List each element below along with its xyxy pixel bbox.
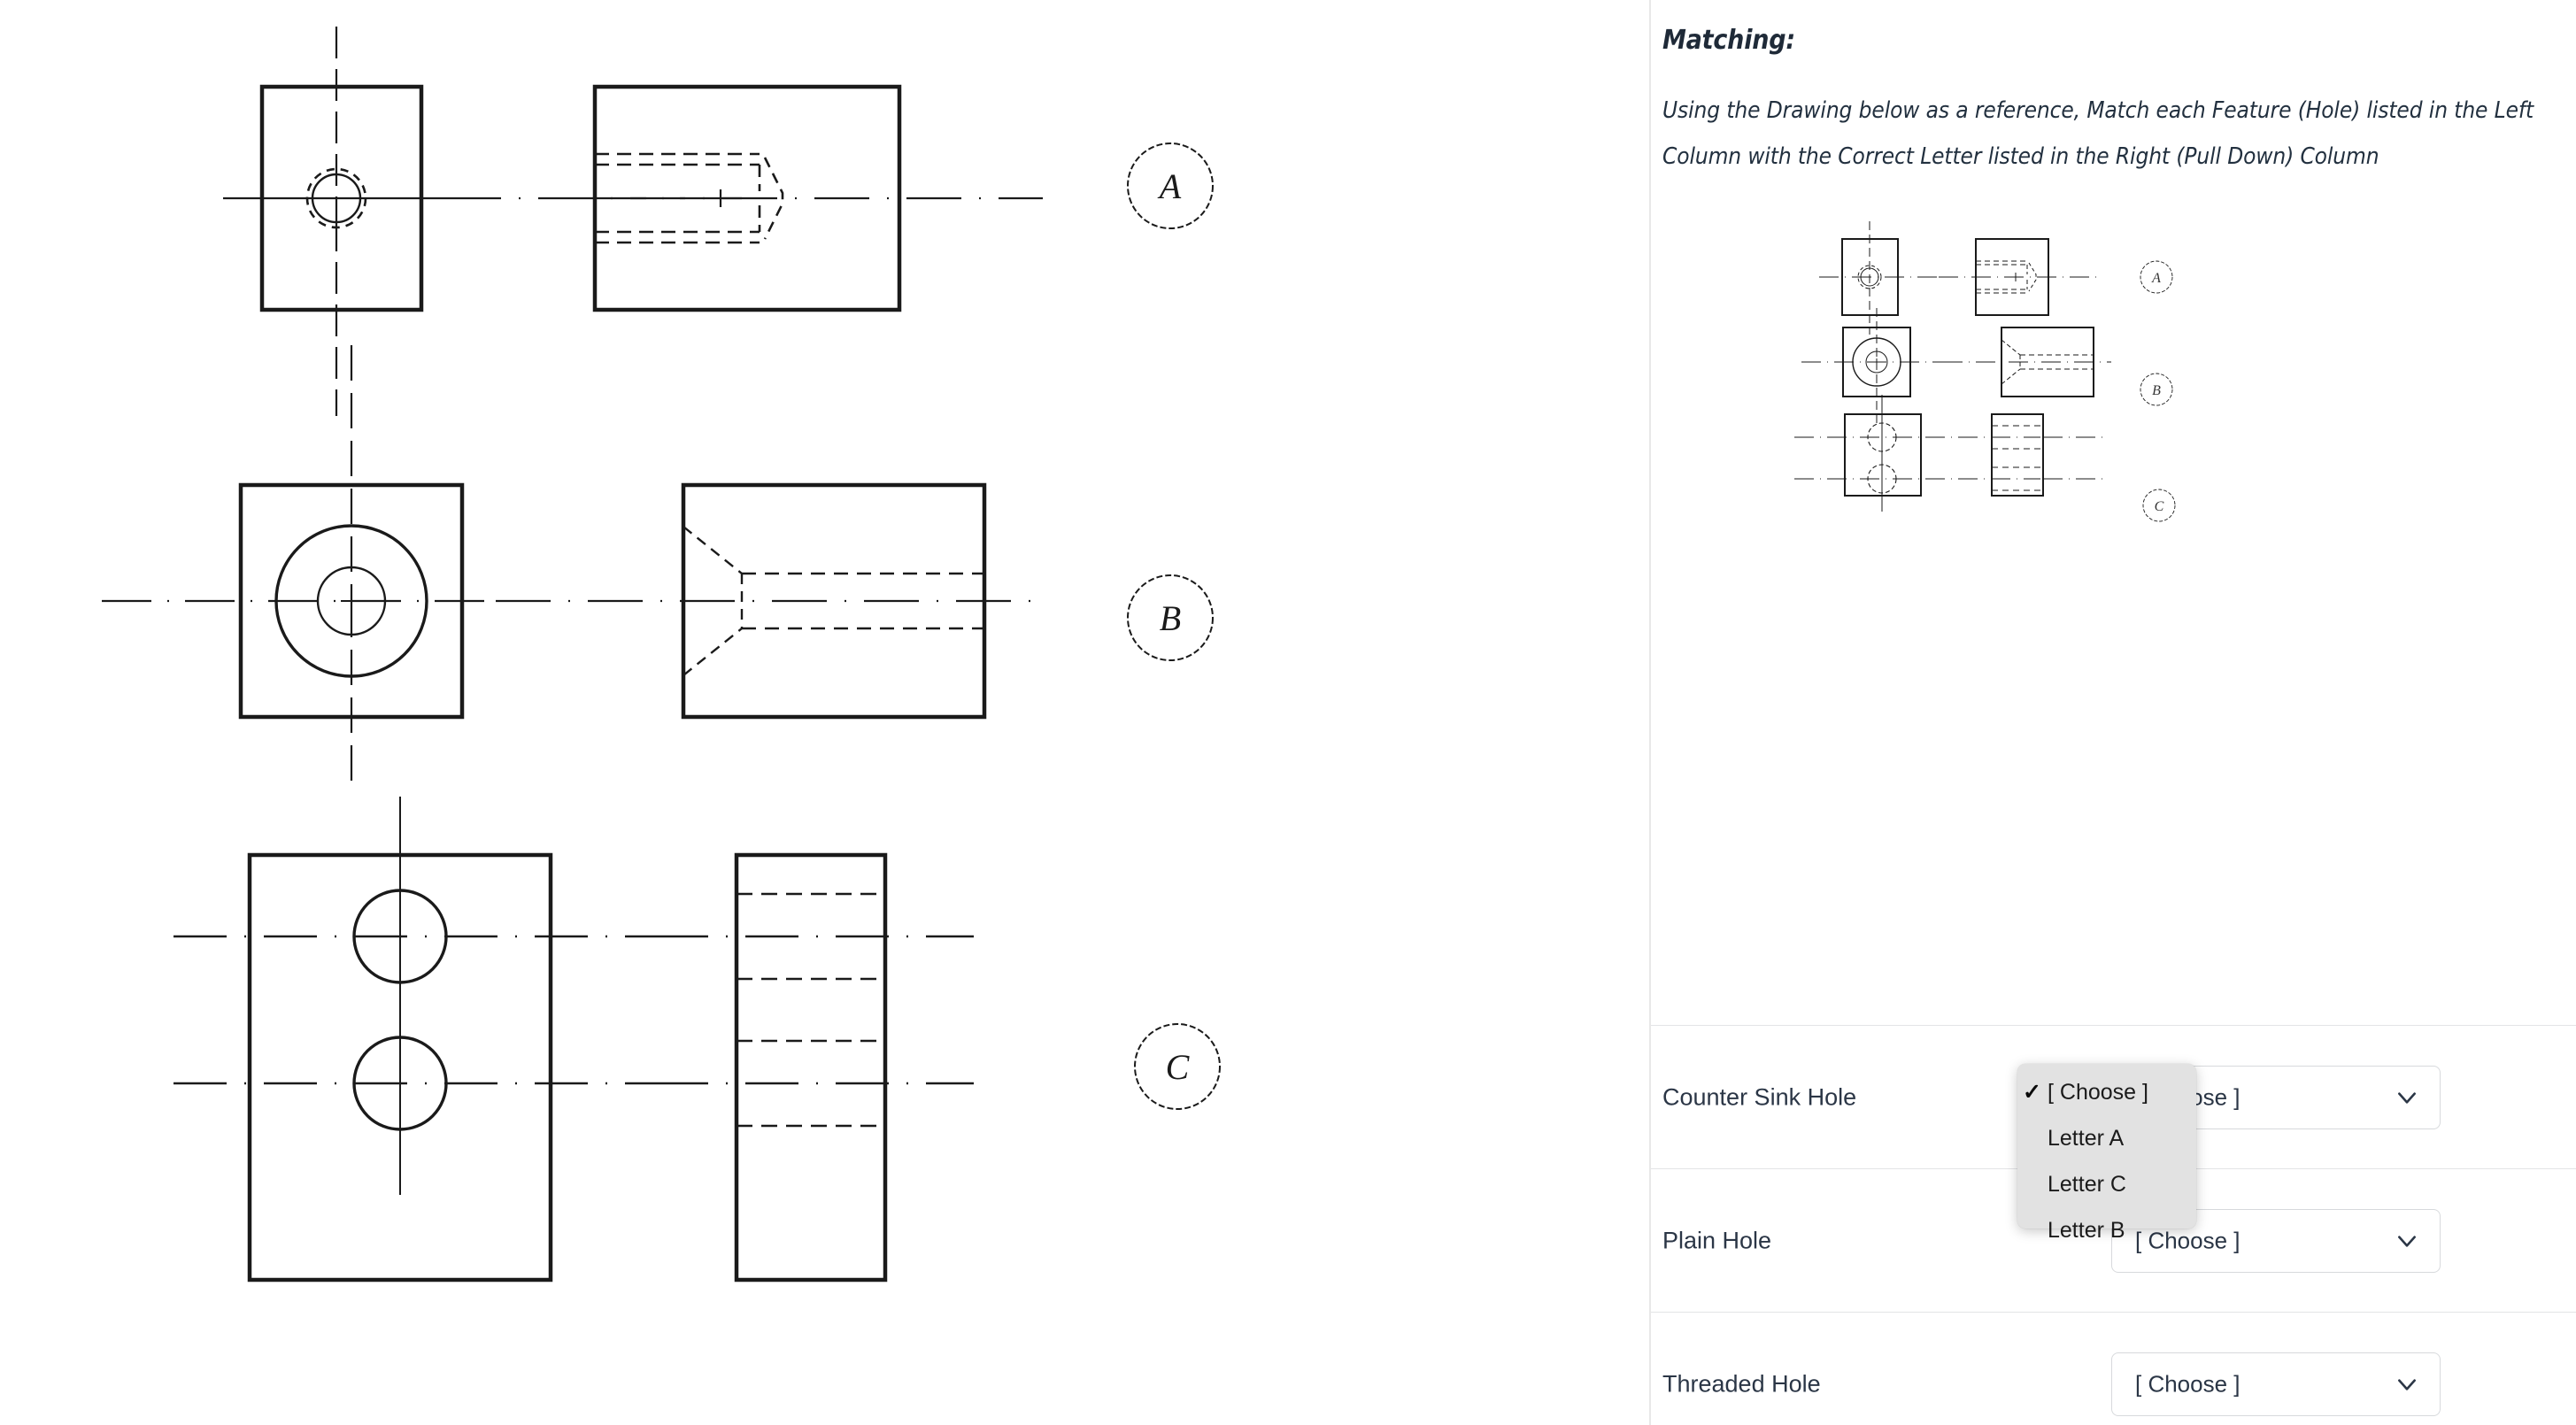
row-a-thread-circle [305, 167, 367, 229]
dropdown-option-label-2: Letter C [2048, 1172, 2126, 1197]
thumb-row-b-cone-bottom [2001, 368, 2021, 385]
chevron-down-icon [2395, 1373, 2418, 1396]
question-title: Matching: [1662, 25, 1795, 56]
pane-divider [1649, 0, 1651, 1425]
row-a-letter-balloon [1127, 142, 1214, 229]
thumb-row-b-hole-circle [1865, 350, 1888, 374]
dropdown-option-label-0: [ Choose ] [2048, 1080, 2148, 1105]
dropdown-option-letter-c[interactable]: Letter C [2017, 1170, 2196, 1198]
engineering-drawing-thumbnail: A B [1794, 221, 2176, 522]
thumb-row-a-letter-balloon [2140, 260, 2173, 294]
thumb-row-b-cone-top [2001, 339, 2021, 356]
row-c-letter-balloon [1134, 1023, 1221, 1110]
thumb-row-a-drill-point [2028, 262, 2037, 292]
row-a-hole-circle [311, 173, 362, 224]
thumb-row-a-letter: A [2151, 271, 2161, 286]
row-b-letter-balloon [1127, 574, 1214, 661]
row-b-countersink-outer-circle [274, 524, 428, 678]
thumb-row-b-countersink-circle [1852, 337, 1901, 387]
table-row: Threaded Hole [ Choose ] [1651, 1312, 2576, 1425]
question-instruction-line-1: Using the Drawing below as a reference, … [1662, 97, 2534, 124]
letter-dropdown-popup[interactable]: ✓ [ Choose ] Letter A Letter C Letter B [2017, 1064, 2196, 1243]
thumb-row-c-side-view [1991, 413, 2044, 497]
row-b-cone-bottom [683, 628, 743, 676]
thumb-row-b-letter: B [2152, 383, 2161, 398]
thumb-row-b-letter-balloon [2140, 373, 2173, 406]
row-c-side-view-outline [734, 852, 888, 1282]
thumb-row-c-letter: C [2155, 499, 2164, 514]
drawing-pane: A [102, 27, 1221, 1282]
thumb-row-c-letter-balloon [2142, 489, 2176, 522]
dropdown-option-letter-b[interactable]: Letter B [2017, 1216, 2196, 1244]
letter-select-value-1: [ Choose ] [2135, 1227, 2241, 1253]
dropdown-option-label-3: Letter B [2048, 1218, 2125, 1243]
thumb-row-c-front-view [1844, 413, 1922, 497]
engineering-drawing-large: A [102, 27, 1221, 1282]
row-b-side-view-outline [681, 482, 987, 720]
row-a-drill-point [763, 157, 784, 240]
feature-label-threaded-hole: Threaded Hole [1662, 1370, 1821, 1397]
row-b-cone-top [683, 526, 743, 574]
checkmark-icon: ✓ [2023, 1080, 2041, 1105]
row-c-letter-text: C [1166, 1047, 1191, 1087]
row-a-letter-text: A [1157, 166, 1182, 206]
letter-select-threaded-hole[interactable]: [ Choose ] [2111, 1352, 2441, 1416]
chevron-down-icon [2395, 1229, 2418, 1252]
thumb-row-a-hole-circle [1860, 267, 1879, 287]
chevron-down-icon [2395, 1086, 2418, 1109]
row-b-letter-text: B [1160, 598, 1181, 638]
letter-select-value-2: [ Choose ] [2135, 1370, 2241, 1397]
feature-label-plain-hole: Plain Hole [1662, 1227, 1772, 1253]
row-b-hole-inner-circle [316, 566, 387, 636]
thumb-row-a-thread-circle [1857, 265, 1882, 289]
question-instruction-line-2: Column with the Correct Letter listed in… [1662, 143, 2379, 170]
dropdown-option-label-1: Letter A [2048, 1126, 2125, 1151]
feature-label-counter-sink-hole: Counter Sink Hole [1662, 1083, 1857, 1110]
dropdown-option-letter-a[interactable]: Letter A [2017, 1124, 2196, 1152]
dropdown-option-choose[interactable]: ✓ [ Choose ] [2017, 1078, 2196, 1106]
